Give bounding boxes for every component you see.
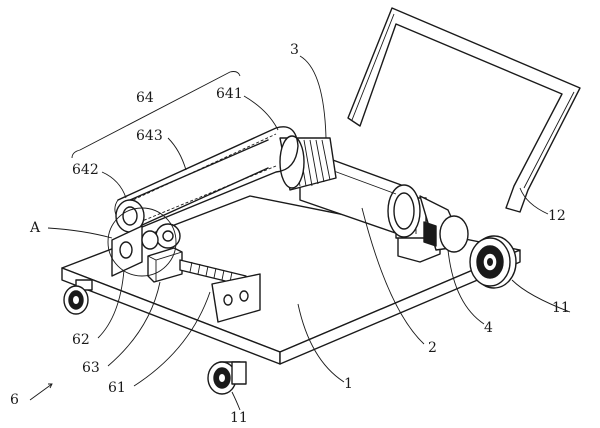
label-643: 643: [136, 128, 163, 144]
label-a: A: [29, 220, 41, 236]
rear-wheel: [469, 235, 517, 289]
label-6: 6: [10, 392, 19, 408]
label-11-rear: 11: [552, 300, 570, 316]
brace-64: [71, 71, 241, 159]
caster-wheel-front: [207, 361, 247, 395]
label-11-front: 11: [230, 410, 248, 426]
label-12: 12: [548, 208, 566, 224]
chain-belt: [114, 126, 299, 233]
leader-lines: [29, 55, 571, 411]
label-4: 4: [484, 320, 493, 336]
label-62: 62: [72, 332, 90, 348]
label-642: 642: [72, 162, 99, 178]
detail-circle-a: [107, 207, 177, 277]
caster-wheel-left: [63, 279, 93, 315]
label-63: 63: [82, 360, 100, 376]
label-64: 64: [136, 90, 154, 106]
label-1: 1: [344, 376, 353, 392]
front-mechanism: [111, 223, 261, 323]
label-2: 2: [428, 340, 437, 356]
label-3: 3: [290, 42, 299, 58]
label-641: 641: [216, 86, 243, 102]
handle-frame: [347, 7, 581, 213]
label-61: 61: [108, 380, 126, 396]
